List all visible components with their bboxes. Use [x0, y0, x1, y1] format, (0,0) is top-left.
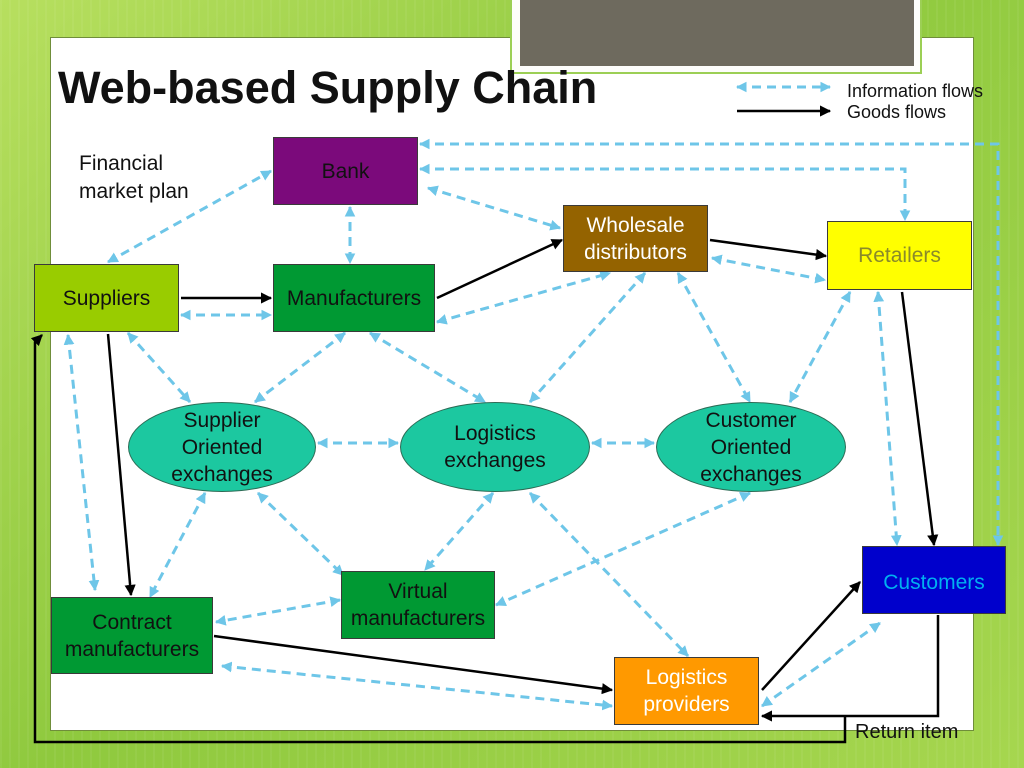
goods-flow-providers-customers	[761, 581, 861, 691]
node-virtual-manufacturers-label: Virtual manufacturers	[350, 580, 486, 630]
info-flow-supplierexch-virtual	[256, 491, 345, 577]
goods-flow-manufacturers-wholesale	[436, 238, 564, 300]
node-bank: Bank	[273, 137, 418, 205]
info-flow-customerexch-virtual	[495, 491, 751, 607]
info-flow-wholesale-logisticsexch	[528, 272, 647, 403]
node-wholesale-distributors: Wholesale distributors	[563, 205, 708, 272]
info-flow-bank-customers	[418, 138, 1004, 547]
node-supplier-oriented-exchanges: Supplier Oriented exchanges	[128, 402, 316, 492]
header-card-panel	[520, 0, 914, 66]
legend-goods-label: Goods flows	[847, 102, 947, 122]
info-flow-wholesale-retailers	[710, 254, 827, 284]
info-flow-virtual-contract	[214, 596, 342, 626]
node-logistics-providers-label: Logistics providers	[643, 666, 730, 716]
node-customer-oriented-exchanges-label: Customer Oriented exchanges	[700, 408, 802, 486]
info-flow-manufacturers-logisticsexch	[369, 331, 486, 404]
return-item-label: Return item	[855, 721, 959, 743]
info-flow-bank-wholesale	[426, 185, 562, 231]
goods-flow-retailers-customers	[900, 291, 939, 547]
goods-flow-suppliers-contract	[106, 333, 136, 597]
node-supplier-oriented-exchanges-label: Supplier Oriented exchanges	[171, 408, 273, 486]
info-flow-suppliers-contract	[63, 333, 100, 592]
node-suppliers-label: Suppliers	[62, 286, 151, 310]
node-customer-oriented-exchanges: Customer Oriented exchanges	[656, 402, 846, 492]
node-logistics-exchanges-label: Logistics exchanges	[444, 422, 546, 472]
node-wholesale-distributors-label: Wholesale distributors	[584, 213, 687, 264]
info-flow-suppliers-bank	[107, 169, 272, 264]
info-flow-supplierexch-contract	[148, 492, 207, 598]
node-bank-label: Bank	[321, 159, 370, 183]
info-flow-retailers-customers	[873, 290, 902, 547]
page-title: Web-based Supply Chain	[58, 62, 598, 113]
node-retailers: Retailers	[827, 221, 972, 290]
node-logistics-exchanges: Logistics exchanges	[400, 402, 590, 492]
node-suppliers: Suppliers	[34, 264, 179, 332]
legend-information-label: Information flows	[847, 81, 984, 101]
node-customers-label: Customers	[883, 571, 985, 594]
node-manufacturers-label: Manufacturers	[286, 286, 422, 310]
goods-flow-return-to-suppliers	[30, 334, 847, 744]
info-flow-manufacturers-wholesale	[435, 270, 612, 325]
info-flow-contract-providers	[220, 661, 614, 711]
info-flow-retailers-customerexch	[788, 291, 852, 403]
node-logistics-providers: Logistics providers	[614, 657, 759, 725]
goods-flow-wholesale-retailers	[709, 238, 828, 261]
node-manufacturers: Manufacturers	[273, 264, 435, 332]
info-flow-wholesale-customerexch	[676, 272, 752, 403]
node-contract-manufacturers-label: Contract manufacturers	[64, 610, 200, 661]
node-retailers-label: Retailers	[858, 244, 941, 267]
info-flow-providers-customers	[761, 621, 881, 708]
node-contract-manufacturers: Contract manufacturers	[51, 597, 213, 674]
info-flow-suppliers-supplierexch	[126, 331, 192, 404]
info-flow-manufacturers-supplierexch	[254, 331, 346, 404]
info-flow-logisticsexch-providers	[528, 491, 690, 658]
goods-flow-return-customers-providers	[760, 615, 940, 722]
node-customers: Customers	[862, 546, 1006, 614]
goods-flow-contract-providers	[213, 634, 614, 695]
info-flow-logisticsexch-virtual	[423, 492, 495, 571]
node-virtual-manufacturers: Virtual manufacturers	[341, 571, 495, 639]
